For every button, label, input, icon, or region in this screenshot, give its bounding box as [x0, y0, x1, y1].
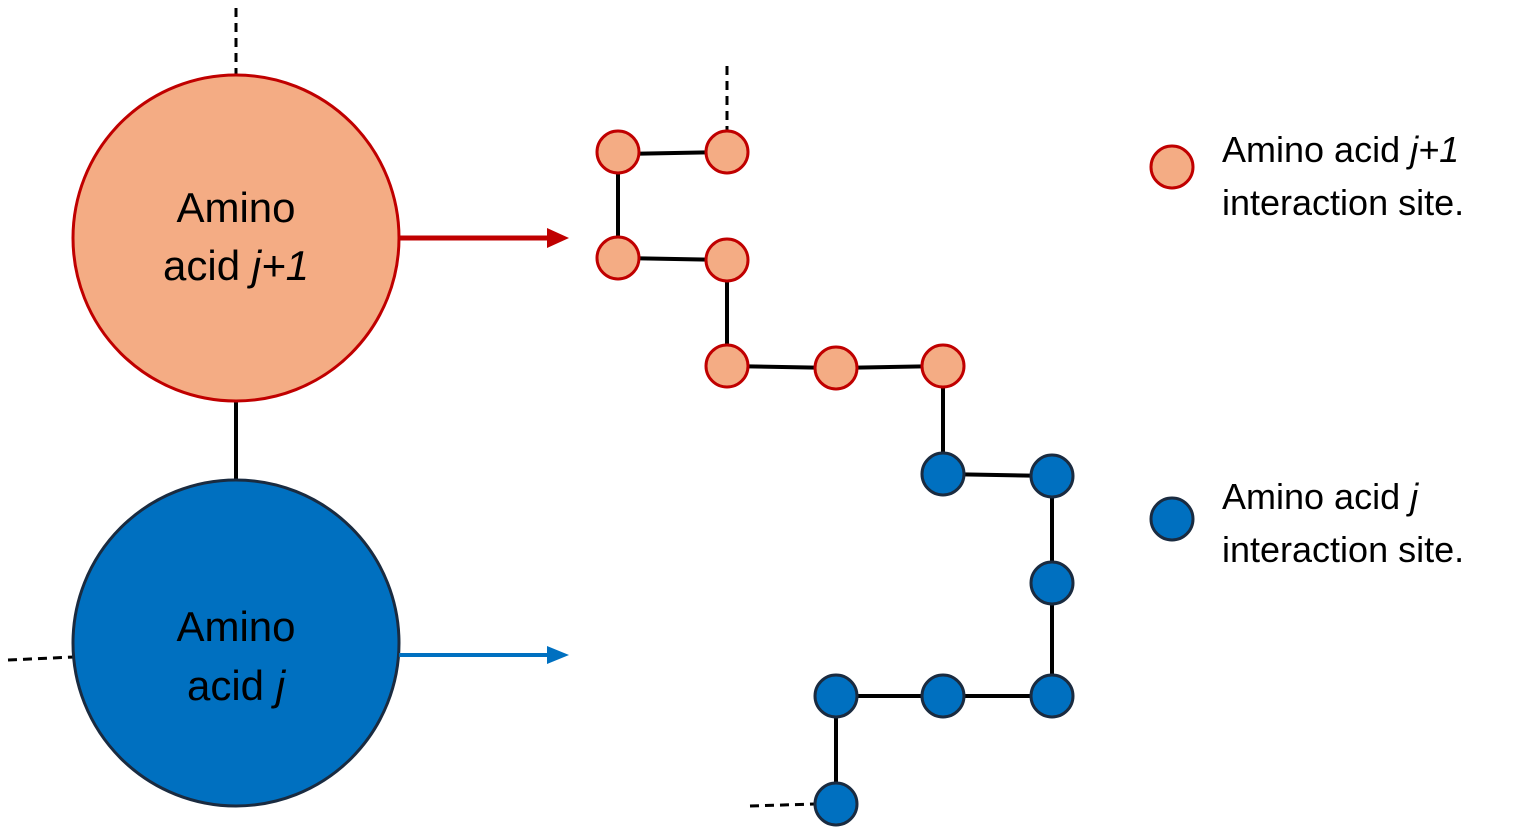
site-j1	[813, 345, 859, 391]
arrow-j1	[399, 228, 569, 248]
site-j	[920, 673, 966, 719]
legend-j-line2: interaction site.	[1222, 529, 1464, 570]
node-j1-label-line2: acid j+1	[163, 242, 309, 289]
site-j1	[595, 235, 641, 281]
site-j	[1029, 560, 1075, 606]
site-j	[1029, 673, 1075, 719]
node-j-label-line2: acid j	[187, 662, 287, 709]
node-j-label-line1: Amino	[176, 603, 295, 650]
amino-acid-j-node: Amino acid j	[71, 478, 401, 808]
site-j1	[704, 237, 750, 283]
site-j	[813, 673, 859, 719]
legend-j-line1: Amino acid j	[1222, 476, 1419, 517]
legend-item-j: Amino acid j interaction site.	[1149, 476, 1464, 570]
interaction-site-chain	[595, 66, 1075, 827]
site-j1	[920, 343, 966, 389]
legend-swatch-j	[1149, 496, 1195, 542]
site-j	[1029, 453, 1075, 499]
site-j1	[704, 343, 750, 389]
node-j1-label-line1: Amino	[176, 184, 295, 231]
legend-item-j1: Amino acid j+1 interaction site.	[1149, 129, 1464, 223]
site-j1	[704, 129, 750, 175]
legend-j1-line2: interaction site.	[1222, 182, 1464, 223]
site-j1	[595, 129, 641, 175]
site-j	[813, 781, 859, 827]
backbone-continuation-left	[7, 655, 75, 662]
legend-j1-line1: Amino acid j+1	[1222, 129, 1459, 170]
amino-acid-j1-node: Amino acid j+1	[71, 73, 401, 403]
legend-swatch-j1	[1149, 144, 1195, 190]
site-j	[920, 451, 966, 497]
legend: Amino acid j+1 interaction site. Amino a…	[1149, 129, 1464, 570]
arrow-j	[399, 646, 569, 664]
